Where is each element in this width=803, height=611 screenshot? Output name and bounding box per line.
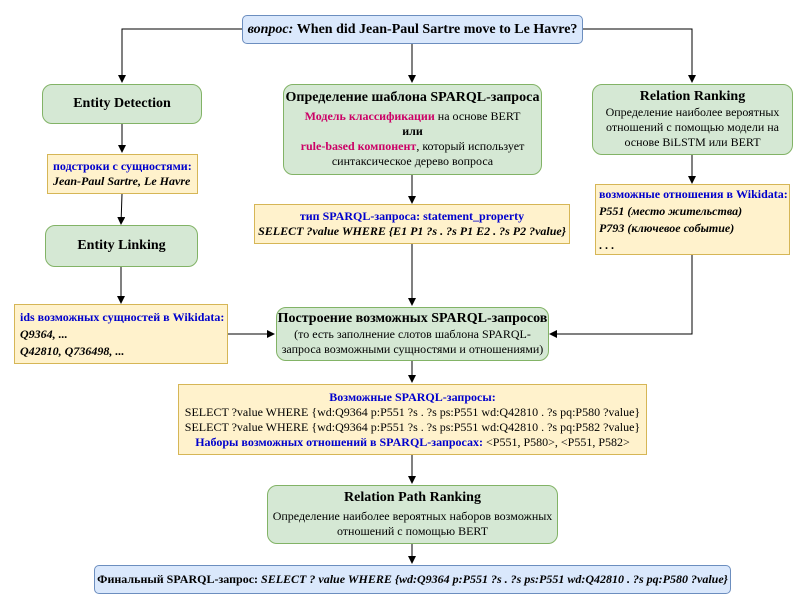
build-queries-box: Построение возможных SPARQL-запросов (то… bbox=[276, 307, 549, 361]
build-queries-line1: (то есть заполнение слотов шаблона SPARQ… bbox=[294, 327, 531, 341]
entity-ids-label: ids возможных сущностей в Wikidata: bbox=[20, 309, 225, 324]
possible-relations-box: возможные отношения в Wikidata: P551 (ме… bbox=[595, 184, 790, 255]
template-title: Определение шаблона SPARQL-запроса bbox=[285, 90, 540, 105]
question-text: When did Jean-Paul Sartre move to Le Hav… bbox=[296, 21, 578, 37]
build-queries-title: Построение возможных SPARQL-запросов bbox=[277, 311, 548, 326]
possible-relations-label: возможные отношения в Wikidata: bbox=[599, 186, 788, 201]
relation-ranking-title: Relation Ranking bbox=[639, 89, 746, 104]
query-type-box: тип SPARQL-запроса: statement_property S… bbox=[254, 204, 570, 244]
possible-relation-1: P551 (место жительства) bbox=[599, 203, 743, 218]
entity-linking-title: Entity Linking bbox=[77, 238, 166, 253]
question-box: вопрос: When did Jean-Paul Sartre move t… bbox=[242, 15, 583, 44]
query-type-label: тип SPARQL-запроса: statement_property bbox=[299, 209, 525, 223]
possible-query-2: SELECT ?value WHERE {wd:Q9364 p:P551 ?s … bbox=[184, 419, 641, 434]
substrings-box: подстроки с сущностями: Jean-Paul Sartre… bbox=[47, 154, 198, 194]
possible-queries-box: Возможные SPARQL-запросы: SELECT ?value … bbox=[178, 384, 647, 455]
final-query-text: SELECT ? value WHERE {wd:Q9364 p:P551 ?s… bbox=[258, 572, 728, 586]
entity-ids-line2: Q42810, Q736498, ... bbox=[20, 343, 125, 358]
template-box: Определение шаблона SPARQL-запроса Модел… bbox=[283, 84, 542, 175]
entity-detection-box: Entity Detection bbox=[42, 84, 202, 124]
edge-question-to-entity-detection bbox=[118, 28, 242, 83]
path-ranking-line1: Определение наиболее вероятных наборов в… bbox=[272, 509, 553, 523]
template-rule-rest: , который использует bbox=[416, 139, 525, 153]
build-queries-line2: запроса возможными сущностями и отношени… bbox=[281, 342, 544, 356]
relation-ranking-box: Relation Ranking Определение наиболее ве… bbox=[592, 84, 793, 155]
relation-ranking-line2: отношений с помощью модели на bbox=[606, 120, 779, 134]
template-rule-highlight: rule-based компонент bbox=[300, 139, 417, 153]
edge-substrings-to-linking bbox=[117, 193, 126, 225]
entity-linking-box: Entity Linking bbox=[45, 225, 198, 267]
entity-detection-title: Entity Detection bbox=[73, 96, 171, 111]
edge-relations-to-build bbox=[549, 255, 693, 338]
possible-relation-2: P793 (ключевое событие) bbox=[599, 220, 735, 235]
possible-queries-label: Возможные SPARQL-запросы: bbox=[329, 389, 496, 404]
relation-sets-label: Наборы возможных отношений в SPARQL-запр… bbox=[195, 434, 484, 449]
template-model-highlight: Модель классификации bbox=[304, 109, 435, 123]
relation-sets-value: <P551, P580>, <P551, P582> bbox=[483, 434, 630, 449]
path-ranking-box: Relation Path Ranking Определение наибол… bbox=[267, 485, 558, 544]
query-type-template: SELECT ?value WHERE {E1 P1 ?s . ?s P1 E2… bbox=[258, 224, 566, 238]
final-query-label: Финальный SPARQL-запрос: bbox=[97, 572, 259, 586]
path-ranking-line2: отношений с помощью BERT bbox=[336, 524, 489, 538]
relation-ranking-line3: основе BiLSTM или BERT bbox=[624, 135, 761, 149]
substrings-label: подстроки с сущностями: bbox=[53, 159, 192, 173]
relation-ranking-line1: Определение наиболее вероятных bbox=[605, 105, 780, 119]
entity-ids-line1: Q9364, ... bbox=[20, 326, 68, 341]
possible-query-1: SELECT ?value WHERE {wd:Q9364 p:P551 ?s … bbox=[184, 404, 641, 419]
template-model-rest: на основе BERT bbox=[434, 109, 521, 123]
entity-ids-box: ids возможных сущностей в Wikidata: Q936… bbox=[14, 304, 228, 364]
final-query-box: Финальный SPARQL-запрос: SELECT ? value … bbox=[94, 565, 731, 594]
possible-relation-more: . . . bbox=[599, 237, 614, 252]
question-label: вопрос: bbox=[247, 21, 294, 37]
template-or: или bbox=[402, 124, 423, 138]
template-line4: синтаксическое дерево вопроса bbox=[331, 154, 494, 168]
path-ranking-title: Relation Path Ranking bbox=[344, 490, 481, 505]
edge-question-to-relation-ranking bbox=[583, 28, 696, 83]
substrings-value: Jean-Paul Sartre, Le Havre bbox=[53, 174, 191, 188]
